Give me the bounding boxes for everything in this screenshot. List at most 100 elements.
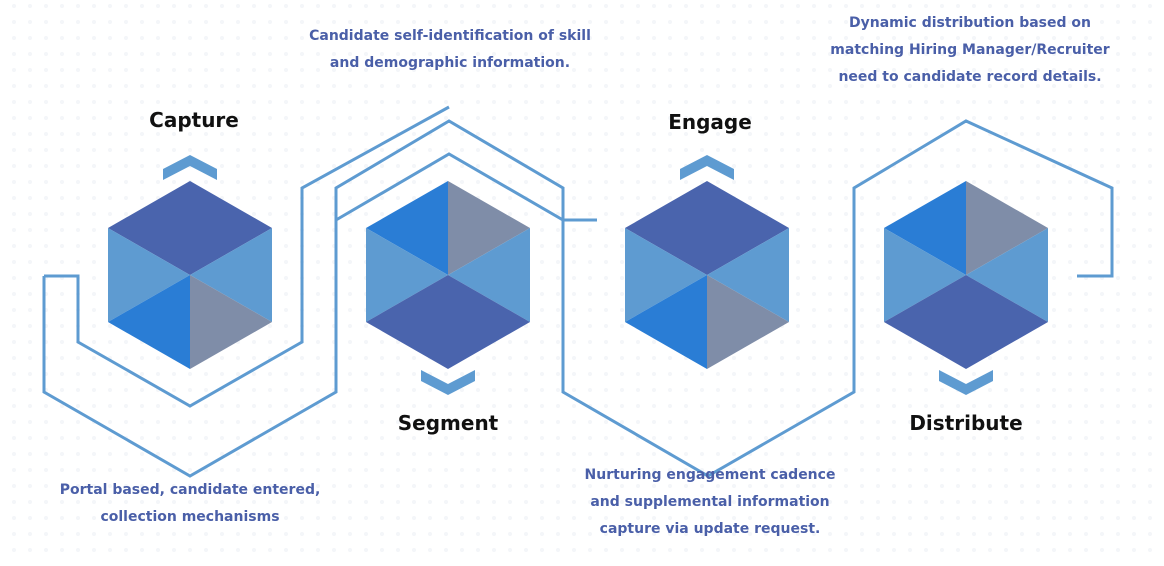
background-dot xyxy=(300,20,304,24)
background-dot xyxy=(540,388,544,392)
background-dot xyxy=(492,532,496,536)
background-dot xyxy=(284,436,288,440)
background-dot xyxy=(348,116,352,120)
background-dot xyxy=(1100,372,1104,376)
background-dot xyxy=(908,468,912,472)
background-dot xyxy=(796,84,800,88)
background-dot xyxy=(28,452,32,456)
background-dot xyxy=(796,468,800,472)
background-dot xyxy=(604,260,608,264)
background-dot xyxy=(188,68,192,72)
background-dot xyxy=(60,260,64,264)
background-dot xyxy=(284,260,288,264)
background-dot xyxy=(316,100,320,104)
background-dot xyxy=(812,116,816,120)
background-dot xyxy=(364,36,368,40)
background-dot xyxy=(668,84,672,88)
background-dot xyxy=(92,164,96,168)
background-dot xyxy=(796,260,800,264)
background-dot xyxy=(764,196,768,200)
background-dot xyxy=(316,420,320,424)
background-dot xyxy=(1116,132,1120,136)
background-dot xyxy=(364,452,368,456)
background-dot xyxy=(940,548,944,552)
background-dot xyxy=(604,500,608,504)
background-dot xyxy=(12,276,16,280)
background-dot xyxy=(604,100,608,104)
background-dot xyxy=(972,436,976,440)
background-dot xyxy=(860,116,864,120)
background-dot xyxy=(764,516,768,520)
background-dot xyxy=(796,324,800,328)
background-dot xyxy=(1148,516,1152,520)
background-dot xyxy=(908,20,912,24)
background-dot xyxy=(1116,324,1120,328)
background-dot xyxy=(92,324,96,328)
background-dot xyxy=(1100,100,1104,104)
background-dot xyxy=(460,372,464,376)
background-dot xyxy=(972,372,976,376)
background-dot xyxy=(92,516,96,520)
background-dot xyxy=(796,20,800,24)
background-dot xyxy=(1004,356,1008,360)
background-dot xyxy=(972,68,976,72)
background-dot xyxy=(444,372,448,376)
background-dot xyxy=(1052,276,1056,280)
background-dot xyxy=(540,132,544,136)
background-dot xyxy=(636,420,640,424)
background-dot xyxy=(972,20,976,24)
background-dot xyxy=(412,372,416,376)
background-dot xyxy=(476,100,480,104)
background-dot xyxy=(620,148,624,152)
background-dot xyxy=(828,516,832,520)
background-dot xyxy=(332,68,336,72)
background-dot xyxy=(92,532,96,536)
background-dot xyxy=(108,132,112,136)
background-dot xyxy=(620,548,624,552)
background-dot xyxy=(444,548,448,552)
background-dot xyxy=(828,20,832,24)
background-dot xyxy=(268,324,272,328)
background-dot xyxy=(268,36,272,40)
background-dot xyxy=(812,164,816,168)
background-dot xyxy=(28,372,32,376)
background-dot xyxy=(604,148,608,152)
background-dot xyxy=(492,420,496,424)
background-dot xyxy=(188,468,192,472)
background-dot xyxy=(1052,388,1056,392)
background-dot xyxy=(316,164,320,168)
background-dot xyxy=(44,52,48,56)
background-dot xyxy=(796,100,800,104)
background-dot xyxy=(556,100,560,104)
background-dot xyxy=(268,20,272,24)
background-dot xyxy=(540,36,544,40)
background-dot xyxy=(28,68,32,72)
background-dot xyxy=(1132,132,1136,136)
background-dot xyxy=(796,452,800,456)
background-dot xyxy=(1116,436,1120,440)
background-dot xyxy=(12,436,16,440)
background-dot xyxy=(300,356,304,360)
background-dot xyxy=(828,180,832,184)
background-dot xyxy=(812,484,816,488)
background-dot xyxy=(268,516,272,520)
background-dot xyxy=(268,468,272,472)
background-dot xyxy=(492,516,496,520)
background-dot xyxy=(204,20,208,24)
background-dot xyxy=(1100,340,1104,344)
background-dot xyxy=(172,548,176,552)
background-dot xyxy=(348,148,352,152)
background-dot xyxy=(844,20,848,24)
background-dot xyxy=(284,68,288,72)
background-dot xyxy=(140,548,144,552)
background-dot xyxy=(876,532,880,536)
background-dot xyxy=(1132,164,1136,168)
background-dot xyxy=(476,452,480,456)
background-dot xyxy=(1084,4,1088,8)
background-dot xyxy=(1036,548,1040,552)
background-dot xyxy=(284,388,288,392)
background-dot xyxy=(188,100,192,104)
background-dot xyxy=(492,116,496,120)
background-dot xyxy=(860,420,864,424)
